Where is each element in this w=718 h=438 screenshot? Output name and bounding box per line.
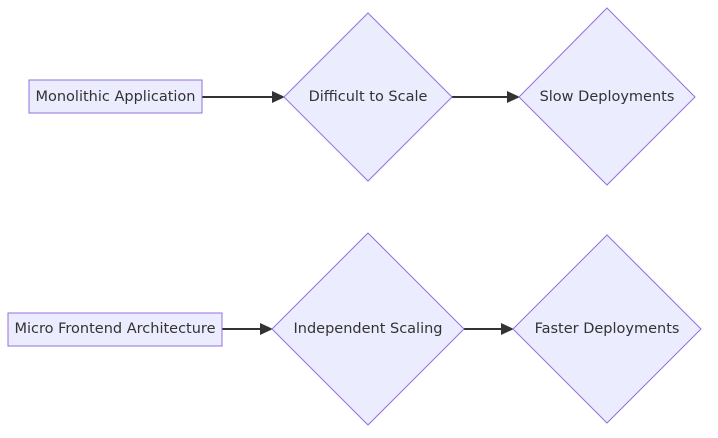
- node-label: Micro Frontend Architecture: [14, 321, 215, 337]
- node-label: Difficult to Scale: [309, 89, 428, 105]
- node-independent-scaling[interactable]: Independent Scaling: [271, 232, 465, 426]
- node-label: Independent Scaling: [293, 321, 442, 337]
- node-diamond: [283, 12, 453, 182]
- node-diamond: [271, 232, 465, 426]
- edge-arrowhead: [260, 323, 273, 335]
- node-label: Slow Deployments: [540, 89, 675, 105]
- node-label: Faster Deployments: [535, 321, 680, 337]
- node-slow-deployments[interactable]: Slow Deployments: [518, 7, 696, 186]
- node-diamond: [512, 234, 702, 424]
- edge-arrowhead: [272, 91, 285, 103]
- node-micro-frontend-architecture[interactable]: Micro Frontend Architecture: [7, 312, 223, 347]
- edge-arrowhead: [501, 323, 514, 335]
- edge-arrowhead: [507, 91, 520, 103]
- node-box: [7, 312, 223, 347]
- flow-micro-frontend: Micro Frontend Architecture Independent …: [7, 232, 702, 426]
- node-box: [28, 79, 203, 114]
- node-difficult-to-scale[interactable]: Difficult to Scale: [283, 12, 453, 182]
- node-label: Monolithic Application: [35, 89, 195, 105]
- flow-monolithic: Monolithic Application Difficult to Scal…: [28, 7, 696, 186]
- node-monolithic-application[interactable]: Monolithic Application: [28, 79, 203, 114]
- node-faster-deployments[interactable]: Faster Deployments: [512, 234, 702, 424]
- node-diamond: [518, 7, 696, 186]
